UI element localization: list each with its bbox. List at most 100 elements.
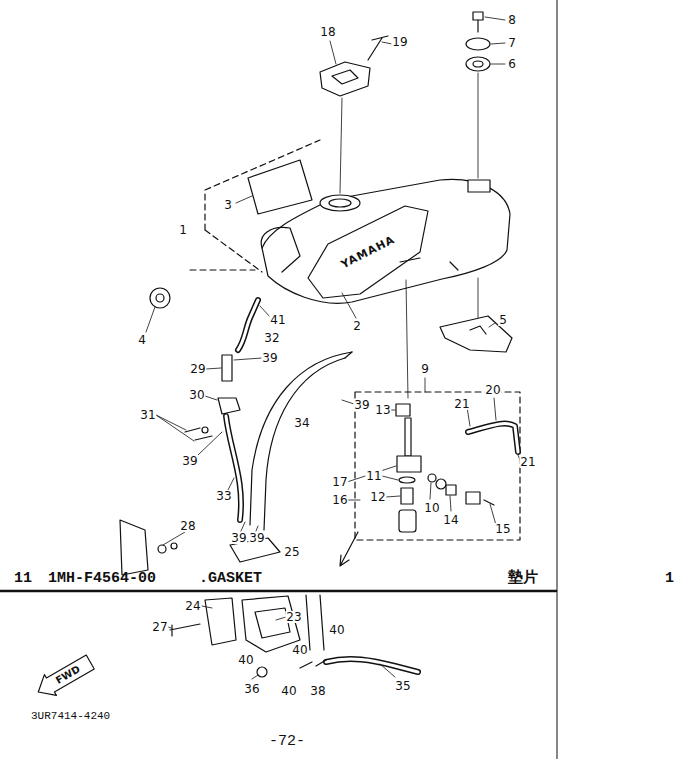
lever [466, 492, 480, 504]
fuel-cock [397, 456, 421, 472]
t-joint [218, 398, 240, 414]
hose [326, 659, 418, 672]
callout-number: 36 [243, 683, 260, 695]
callout-number: 40 [328, 624, 345, 636]
callout-number: 27 [151, 621, 168, 633]
callout-number: 3 [223, 199, 233, 211]
lever-plate [446, 485, 456, 495]
callout-number: 39 [248, 532, 265, 544]
hose [306, 595, 324, 650]
table-rule [0, 590, 556, 593]
callout-number: 13 [374, 404, 391, 416]
callout-number: 24 [184, 600, 201, 612]
bolt [368, 36, 388, 60]
callout-number: 40 [280, 685, 297, 697]
group-bracket [425, 378, 426, 392]
callout-number: 39 [353, 399, 370, 411]
callout-number: 28 [179, 520, 196, 532]
callout-number: 2 [352, 320, 362, 332]
direction-arrow [340, 532, 358, 566]
filter-cup [399, 510, 416, 532]
o-ring [428, 474, 436, 482]
rear-tab [468, 180, 490, 192]
tank-recess [261, 227, 300, 272]
callout-number: 34 [293, 417, 310, 429]
grommet [466, 57, 490, 71]
callout-number: 10 [423, 502, 440, 514]
washer [171, 543, 177, 549]
drain-hose [226, 416, 241, 520]
leader-lines [146, 17, 520, 679]
damper [156, 294, 164, 302]
washer [158, 545, 166, 553]
callout-number: 18 [319, 26, 336, 38]
parts-table-cell: 1 [664, 571, 675, 586]
filler-cap [320, 62, 370, 96]
gasket [399, 477, 415, 483]
hose-clip [300, 660, 326, 668]
callout-number: 16 [331, 494, 348, 506]
washer [202, 427, 208, 433]
parts-table-cell: 1MH-F4564-00 [47, 571, 157, 586]
screw [185, 428, 212, 440]
fitting [222, 355, 232, 381]
parts-table-cell: 11 [13, 571, 33, 586]
callout-number: 32 [263, 332, 280, 344]
breather-hose [238, 300, 258, 350]
assembly-line [478, 73, 479, 178]
tank-emblem [308, 206, 428, 298]
fuel-hose [468, 424, 518, 452]
callout-number: 23 [285, 611, 302, 623]
callout-number: 17 [331, 476, 348, 488]
callout-number: 25 [283, 546, 300, 558]
callout-number: 20 [484, 384, 501, 396]
callout-number: 39 [181, 455, 198, 467]
callout-number: 7 [507, 37, 517, 49]
callout-number: 29 [189, 363, 206, 375]
direction-mark: FWD [53, 664, 82, 687]
callout-number: 14 [442, 514, 459, 526]
callout-number: 21 [519, 456, 536, 468]
callout-number: 9 [420, 363, 430, 375]
forward-arrow [32, 652, 96, 703]
hose [326, 659, 418, 672]
bolt [170, 624, 200, 636]
bolt [473, 12, 483, 20]
group-bracket [355, 392, 520, 540]
rear-bracket [470, 326, 486, 334]
fuel-pipe [405, 418, 411, 456]
tank-logo: YAMAHA [339, 233, 398, 270]
assembly-line [406, 280, 408, 398]
breather-hose [238, 300, 258, 350]
canister-holder [205, 598, 236, 645]
callout-number: 11 [365, 470, 382, 482]
callout-number: 40 [237, 654, 254, 666]
callout-number: 39 [230, 532, 247, 544]
callout-number: 4 [137, 334, 147, 346]
callout-number: 6 [507, 58, 517, 70]
assembly-line [340, 98, 342, 193]
bracket [120, 520, 148, 575]
hose-clip [257, 667, 267, 677]
callout-number: 39 [261, 352, 278, 364]
callout-number: 33 [215, 490, 232, 502]
callout-number: 31 [139, 409, 156, 421]
drawing-code: 3UR7414-4240 [30, 711, 111, 722]
callout-number: 12 [369, 491, 386, 503]
callout-number: 19 [391, 36, 408, 48]
filler-neck [329, 199, 351, 207]
callout-number: 41 [269, 314, 286, 326]
callout-number: 38 [309, 685, 326, 697]
callout-number: 30 [188, 389, 205, 401]
callout-number: 35 [394, 680, 411, 692]
callout-number: 1 [178, 224, 188, 236]
assembly-line [478, 278, 479, 318]
parts-table-cell: .GASKET [198, 571, 263, 586]
damper [150, 288, 170, 308]
tank-detail [400, 258, 458, 270]
washer [466, 38, 490, 50]
callout-number: 8 [507, 14, 517, 26]
grommet [473, 61, 483, 67]
filler-neck [320, 195, 360, 211]
